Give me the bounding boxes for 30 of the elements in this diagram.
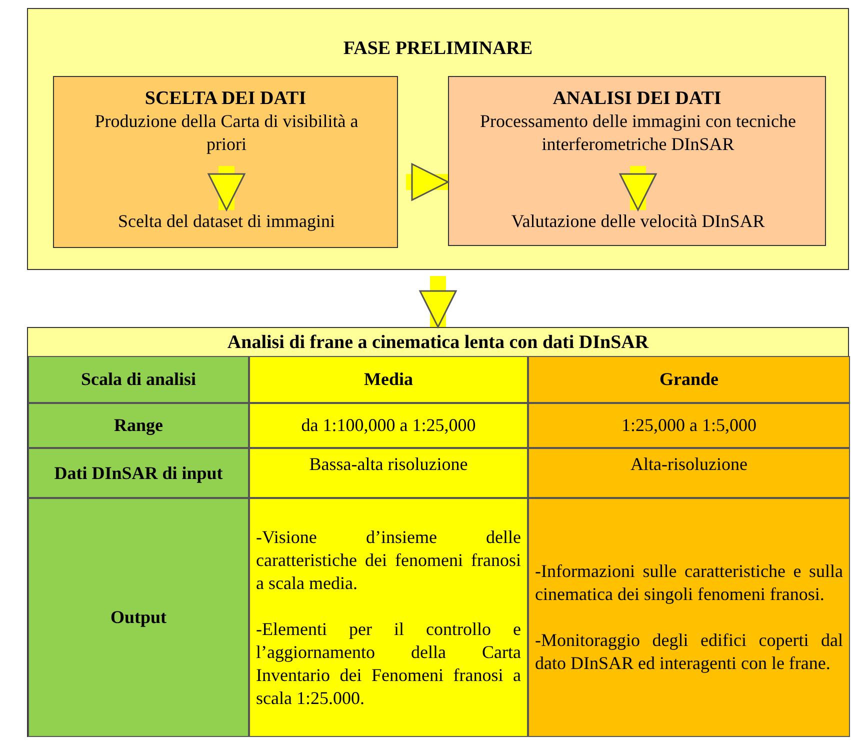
step-text: Valutazione delle velocità DInSAR xyxy=(459,210,817,238)
table-cell: Bassa-alta risoluzione xyxy=(249,448,528,498)
cell-paragraph: -Informazioni sulle caratteristiche e sulla cinematica dei singoli fenomeni franosi. xyxy=(535,560,843,606)
table-cell: Dati DInSAR di input xyxy=(28,448,249,498)
step-text: Processamento delle immagini con tecniche interferometriche DInSAR xyxy=(459,110,817,160)
block-arrow xyxy=(419,276,457,328)
process-box xyxy=(448,76,826,246)
table-cell: Scala di analisi xyxy=(28,356,249,403)
stage-panel xyxy=(27,8,849,270)
cell-paragraph: -Monitoraggio degli edifici coperti dal dato DInSAR ed interagenti con le frane. xyxy=(535,629,843,675)
table-cell: Output xyxy=(28,498,249,737)
box-heading: Analisi di frane a cinematica lenta con dati DInSAR xyxy=(226,331,650,354)
box-heading: ANALISI DEI DATI xyxy=(552,87,722,110)
block-arrow xyxy=(208,166,246,211)
table-cell: Alta-risoluzione xyxy=(528,448,850,498)
table-cell: Media xyxy=(249,356,528,403)
table-cell: Range xyxy=(28,403,249,448)
summary-table xyxy=(27,327,849,737)
step-text: Scelta del dataset di immagini xyxy=(64,210,389,238)
box-heading: FASE PRELIMINARE xyxy=(342,37,534,60)
box-heading: SCELTA DEI DATI xyxy=(144,87,308,110)
cell-paragraph: -Visione d’insieme delle caratteristiche dei fenomeni franosi a scala media. xyxy=(256,526,521,594)
table-cell: 1:25,000 a 1:5,000 xyxy=(528,403,850,448)
step-text: Produzione della Carta di visibilità a priori xyxy=(74,110,379,160)
table-cell: Grande xyxy=(528,356,850,403)
cell-paragraph: -Elementi per il controllo e l’aggiornamento della Carta Inventario dei Fenomeni franosi a scala 1:25.000. xyxy=(256,618,521,710)
process-box xyxy=(53,76,398,248)
table-cell: da 1:100,000 a 1:25,000 xyxy=(249,403,528,448)
block-arrow xyxy=(619,166,657,211)
block-arrow xyxy=(406,163,449,201)
